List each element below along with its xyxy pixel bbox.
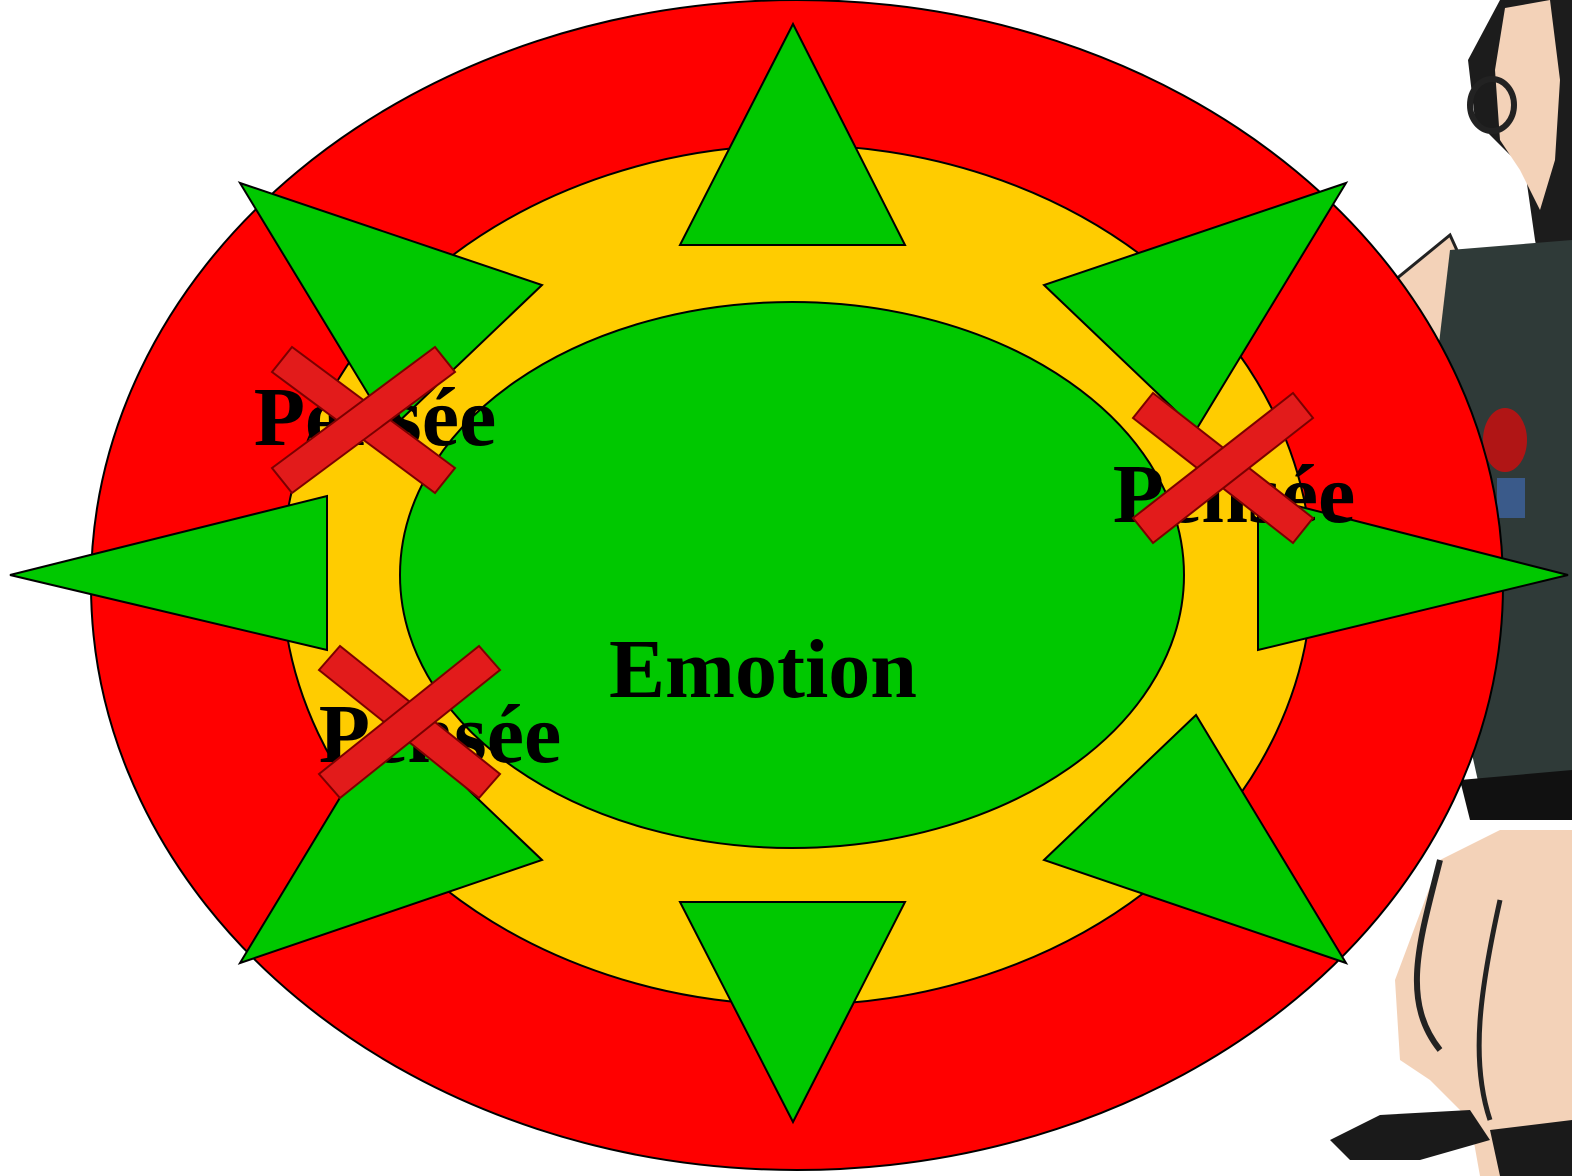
- emotion-label: Emotion: [609, 623, 917, 716]
